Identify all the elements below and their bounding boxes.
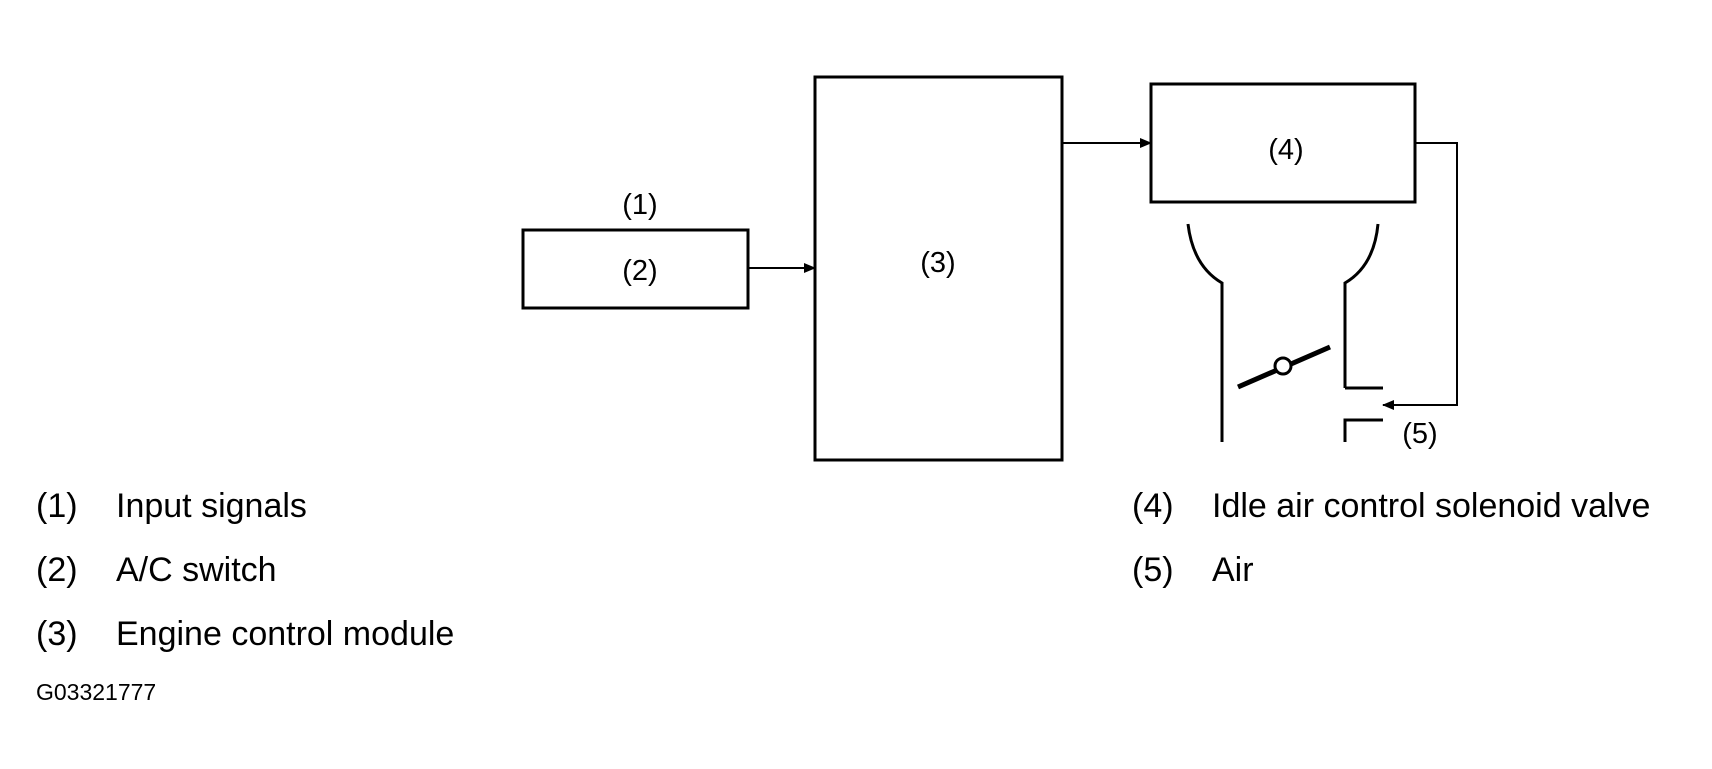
input-signals-callout: (1) xyxy=(622,189,657,221)
legend-item-engine-control-module: (3) Engine control module xyxy=(36,614,454,654)
legend-label: Air xyxy=(1212,551,1254,589)
legend-item-air: (5) Air xyxy=(1132,550,1254,590)
legend-item-input-signals: (1) Input signals xyxy=(36,486,307,526)
engine-control-module-box xyxy=(813,75,1064,462)
throttle-shaft xyxy=(1273,356,1293,376)
bypass-air-line xyxy=(1382,142,1458,410)
legend-label: A/C switch xyxy=(116,551,277,589)
legend-item-ac-switch: (2) A/C switch xyxy=(36,550,277,590)
air-callout: (5) xyxy=(1402,418,1437,450)
iac-valve-callout: (4) xyxy=(1268,134,1303,166)
legend-label: Idle air control solenoid valve xyxy=(1212,487,1651,525)
legend-number: (5) xyxy=(1132,551,1174,589)
ac-switch-callout: (2) xyxy=(622,255,657,287)
legend-number: (1) xyxy=(36,487,78,525)
throttle-body-right-wall xyxy=(1343,223,1380,388)
legend-number: (4) xyxy=(1132,487,1174,525)
bypass-port-lower-lip xyxy=(1343,418,1383,442)
legend-number: (2) xyxy=(36,551,78,589)
ecm-callout: (3) xyxy=(920,247,955,279)
legend-number: (3) xyxy=(36,615,78,653)
legend-label: Input signals xyxy=(116,487,307,525)
throttle-body-left-wall xyxy=(1186,223,1224,442)
figure-id: G03321777 xyxy=(36,679,157,705)
legend-label: Engine control module xyxy=(116,615,455,653)
legend-item-idle-air-control-valve: (4) Idle air control solenoid valve xyxy=(1132,486,1650,526)
